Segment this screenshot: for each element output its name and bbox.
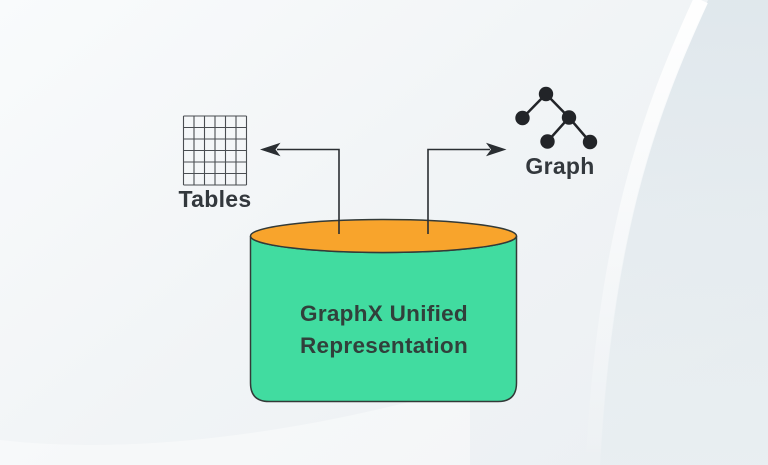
graph-node <box>561 110 577 125</box>
cylinder-label-line1: GraphX Unified <box>300 301 468 326</box>
background-swoosh-bottom <box>0 386 470 465</box>
arrow-line-left <box>277 148 340 234</box>
graph-node <box>515 110 530 126</box>
table-grid-icon <box>182 115 248 186</box>
arrow-to-graph <box>427 142 507 234</box>
arrowhead-right-icon <box>486 142 507 157</box>
graph-edges <box>521 92 592 144</box>
background-swoosh-right <box>600 0 768 465</box>
cylinder-label-line2: Representation <box>300 333 468 358</box>
arrow-line-right <box>427 148 490 234</box>
tables-label: Tables <box>179 186 252 212</box>
graph-label: Graph <box>525 153 594 179</box>
cylinder-top <box>249 218 518 254</box>
arrow-to-tables <box>260 142 340 234</box>
graph-network-icon <box>515 86 598 150</box>
graph-node <box>538 86 554 102</box>
graph-node <box>582 134 598 150</box>
arrowhead-left-icon <box>260 142 281 157</box>
graphx-cylinder <box>249 218 518 403</box>
background-swoosh-highlight <box>585 0 708 465</box>
graph-node <box>540 134 555 149</box>
